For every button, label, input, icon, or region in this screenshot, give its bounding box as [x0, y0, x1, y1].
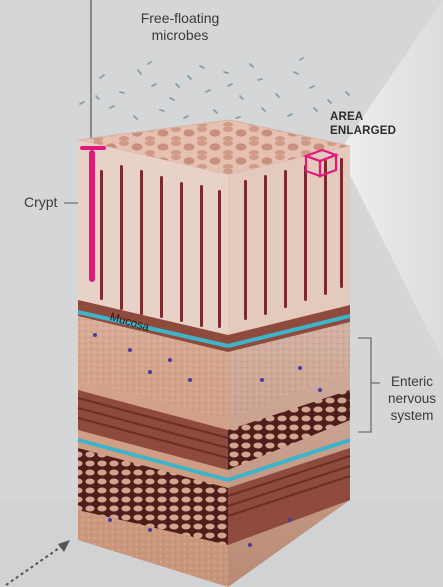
free-floating-microbes	[80, 58, 349, 119]
microbes-label-line1: Free-floating	[100, 10, 260, 27]
enteric-nervous-system-label: Enteric nervous system	[381, 373, 443, 424]
area-enlarged-label: AREA ENLARGED	[330, 110, 396, 138]
enteric-line3: system	[381, 407, 443, 424]
enteric-leader	[358, 338, 371, 432]
crypt-label: Crypt	[24, 194, 57, 210]
area-enlarged-line2: ENLARGED	[330, 124, 396, 138]
microbes-label: Free-floating microbes	[100, 10, 260, 44]
enteric-line2: nervous	[381, 390, 443, 407]
area-enlarged-line1: AREA	[330, 110, 396, 124]
microbes-label-line2: microbes	[100, 27, 260, 44]
enteric-line1: Enteric	[381, 373, 443, 390]
